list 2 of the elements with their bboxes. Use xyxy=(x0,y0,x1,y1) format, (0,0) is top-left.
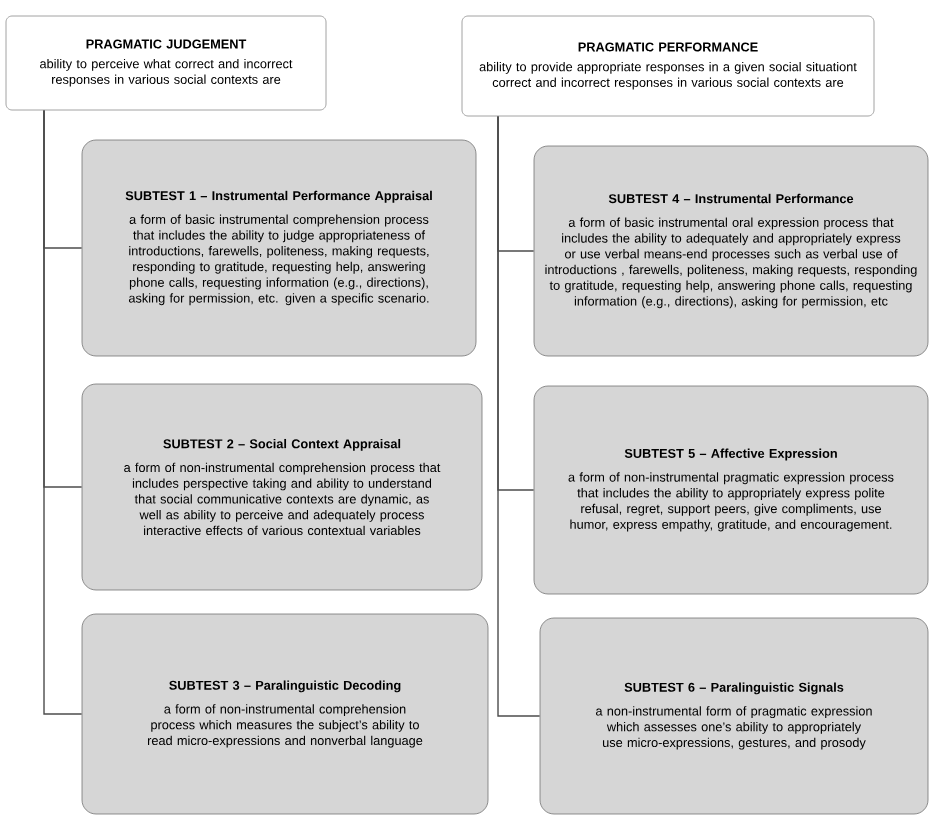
connector-line xyxy=(43,109,83,715)
connector-line xyxy=(497,115,541,717)
